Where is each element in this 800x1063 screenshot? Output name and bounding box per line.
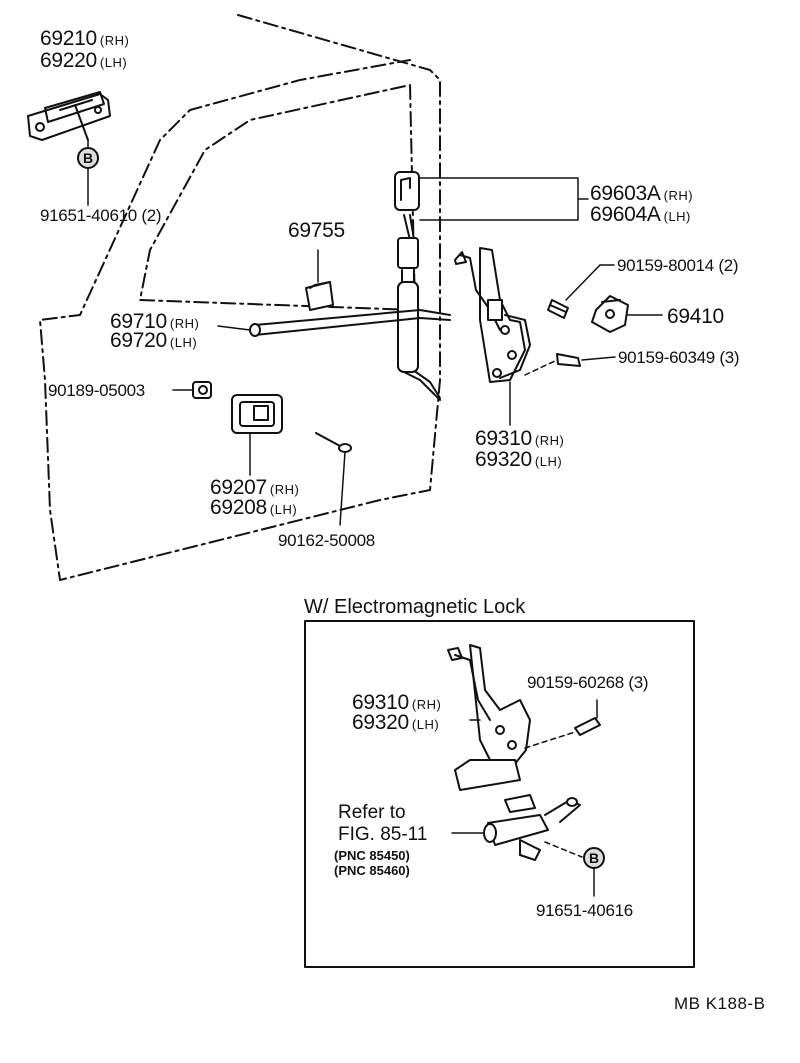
part-label-90159-80014: 90159-80014 (2) <box>617 256 739 275</box>
part-number: 69603A <box>590 182 661 205</box>
refer-to-label: Refer to <box>338 802 406 823</box>
footer-code: MB K188-B <box>674 994 766 1013</box>
part-number: 69720 <box>110 329 167 352</box>
tapping-screw-icon <box>315 432 352 453</box>
link-clip-icon <box>305 281 334 311</box>
clip-icon <box>192 381 212 399</box>
window-opening <box>139 84 416 311</box>
pnc-label: (PNC 85450) <box>334 848 410 863</box>
pnc-label: (PNC 85460) <box>334 863 410 878</box>
side-lh: (LH) <box>269 502 298 517</box>
part-label-69755: 69755 <box>288 219 345 242</box>
part-label-69603a: 69603A(RH) <box>590 183 693 204</box>
side-rh: (RH) <box>411 697 442 712</box>
part-label-90159-60349: 90159-60349 (3) <box>618 348 740 367</box>
inset-part-label-69320: 69320(LH) <box>352 712 439 733</box>
lock-rod-icon <box>397 214 441 401</box>
solenoid-actuator-icon <box>483 794 581 861</box>
side-lh: (LH) <box>411 717 440 732</box>
refer-fig-label: FIG. 85-11 <box>338 824 428 845</box>
striker-icon <box>591 295 629 333</box>
side-rh: (RH) <box>534 433 565 448</box>
side-lh: (LH) <box>99 55 128 70</box>
side-lh: (LH) <box>663 209 691 224</box>
part-label-91651-40616: 91651-40616 <box>536 901 633 920</box>
screw-icon <box>574 717 601 736</box>
lock-cylinder-icon <box>394 171 420 211</box>
part-number: 69320 <box>352 711 409 734</box>
inside-handle-rod-icon <box>249 309 451 337</box>
door-lock-assembly-icon <box>454 247 531 383</box>
part-label-90162-50008: 90162-50008 <box>278 531 375 550</box>
part-number: 69710 <box>110 310 167 333</box>
part-label-90189-05003: 90189-05003 <box>48 381 145 400</box>
part-label-69320: 69320(LH) <box>475 449 562 470</box>
part-number: 69207 <box>210 476 267 499</box>
part-number: 69604A <box>590 203 661 226</box>
part-label-69210: 69210(RH) <box>40 28 129 49</box>
side-lh: (LH) <box>169 335 198 350</box>
part-label-69220: 69220(LH) <box>40 50 127 71</box>
side-rh: (RH) <box>663 188 694 203</box>
part-label-69208: 69208(LH) <box>210 497 297 518</box>
screw-icon <box>547 299 569 319</box>
part-label-91651-40610: 91651-40610 (2) <box>40 206 162 225</box>
inside-handle-bezel-icon <box>231 394 283 434</box>
inset-title: W/ Electromagnetic Lock <box>304 596 526 618</box>
part-number: 69310 <box>475 427 532 450</box>
part-label-69410: 69410 <box>667 305 724 328</box>
inset-frame <box>304 620 695 968</box>
part-label-90159-60268: 90159-60268 (3) <box>527 673 649 692</box>
screw-icon <box>556 353 581 367</box>
part-label-69710: 69710(RH) <box>110 311 199 332</box>
inset-part-label-69310: 69310(RH) <box>352 692 441 713</box>
bolt-marker-label: B <box>83 150 94 166</box>
part-number: 69210 <box>40 27 97 50</box>
outside-handle-icon <box>27 91 111 141</box>
door-outline <box>39 14 441 581</box>
part-number: 69310 <box>352 691 409 714</box>
side-lh: (LH) <box>534 454 563 469</box>
part-number: 69220 <box>40 49 97 72</box>
part-number: 69320 <box>475 448 532 471</box>
part-number: 69208 <box>210 496 267 519</box>
part-label-69720: 69720(LH) <box>110 330 197 351</box>
side-rh: (RH) <box>269 482 300 497</box>
bolt-marker-label: B <box>589 850 600 866</box>
inset-lock-assembly-icon <box>447 644 531 791</box>
side-rh: (RH) <box>169 316 200 331</box>
part-label-69207: 69207(RH) <box>210 477 299 498</box>
part-label-69310: 69310(RH) <box>475 428 564 449</box>
part-label-69604a: 69604A(LH) <box>590 204 691 225</box>
side-rh: (RH) <box>99 33 130 48</box>
